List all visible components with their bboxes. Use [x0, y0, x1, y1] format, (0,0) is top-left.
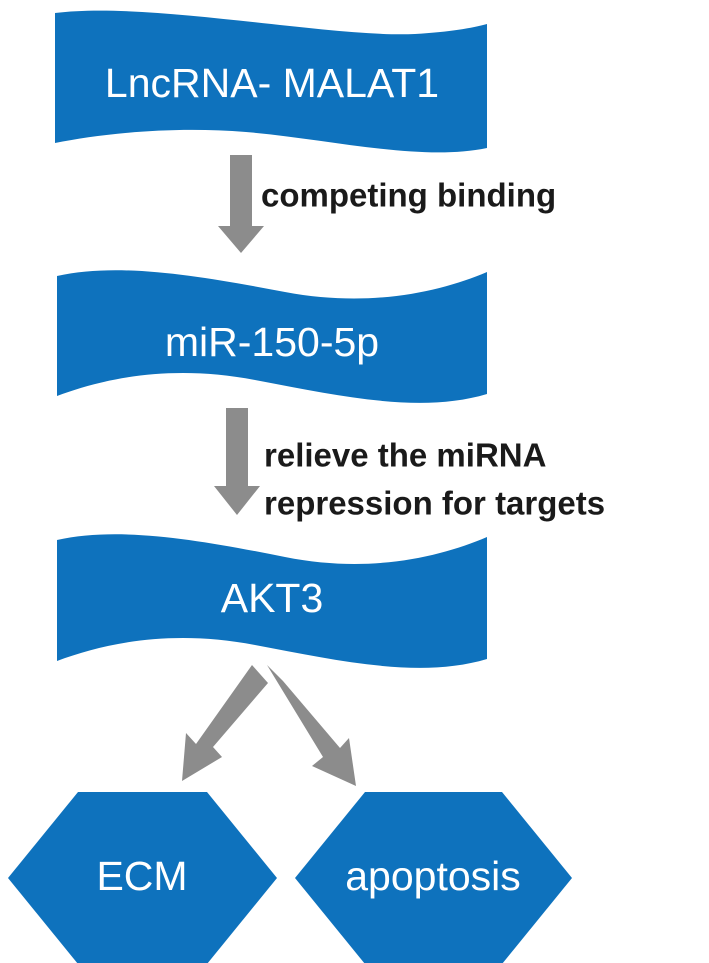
node-label-lncrna: LncRNA- MALAT1 — [105, 60, 439, 106]
arrow-down-icon-1 — [218, 155, 264, 253]
node-lncrna[interactable]: LncRNA- MALAT1 — [55, 10, 487, 153]
arrow-down-icon-2 — [214, 408, 260, 515]
node-apoptosis[interactable]: apoptosis — [295, 792, 572, 963]
wave-ribbon-shape-mirna — [57, 270, 487, 403]
arrow-down-right-icon — [267, 665, 356, 786]
wave-ribbon-shape-akt3 — [57, 534, 487, 668]
wave-ribbon-shape-lncrna — [55, 10, 487, 153]
edge-mirna-to-akt3: relieve the miRNA repression for targets — [214, 408, 605, 522]
node-label-akt3: AKT3 — [221, 575, 324, 621]
edge-label-relieve-line2: repression for targets — [264, 485, 605, 522]
node-akt3[interactable]: AKT3 — [57, 534, 487, 668]
node-label-mirna: miR-150-5p — [165, 319, 379, 365]
arrow-down-left-icon — [182, 665, 268, 781]
node-mirna[interactable]: miR-150-5p — [57, 270, 487, 403]
edge-akt3-to-ecm — [182, 665, 268, 781]
hexagon-shape-ecm — [8, 792, 277, 963]
node-label-ecm: ECM — [96, 853, 187, 899]
hexagon-shape-apoptosis — [295, 792, 572, 963]
edge-label-relieve-line1: relieve the miRNA — [264, 437, 546, 474]
node-ecm[interactable]: ECM — [8, 792, 277, 963]
edge-label-competing-binding: competing binding — [261, 177, 556, 214]
node-label-apoptosis: apoptosis — [345, 853, 521, 899]
edge-lncrna-to-mirna: competing binding — [218, 155, 556, 253]
edge-akt3-to-apoptosis — [267, 665, 356, 786]
